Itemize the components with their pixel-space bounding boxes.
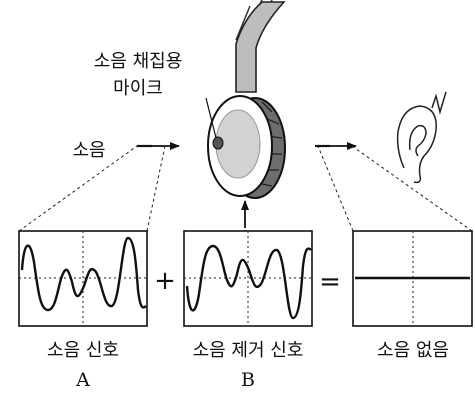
equals-sign: = (319, 267, 341, 297)
microphone-icon (212, 136, 224, 150)
plus-sign: + (154, 266, 176, 296)
headband-strap (235, 1, 286, 93)
panel-b-wave (185, 244, 312, 320)
panel-a-label: 소음 신호 (47, 340, 119, 361)
panel-b-label: 소음 제거 신호 (193, 340, 304, 361)
panel-a-noise-signal (18, 230, 148, 327)
mic-leader-line (205, 97, 217, 139)
panel-result-silence (352, 230, 473, 327)
ear-icon (396, 91, 447, 184)
panel-b-cancel-signal (183, 230, 313, 327)
mic-label-line1: 소음 채집용 (94, 51, 183, 72)
input-noise-label: 소음 (72, 140, 105, 161)
panel-a-wave (20, 236, 147, 312)
panel-result-label: 소음 없음 (377, 340, 449, 361)
mic-label-line2: 마이크 (113, 78, 163, 99)
panel-b-letter: B (241, 369, 255, 391)
projection-lines (18, 145, 473, 232)
headphone-illustration (205, 0, 286, 199)
panel-a-letter: A (75, 369, 90, 391)
